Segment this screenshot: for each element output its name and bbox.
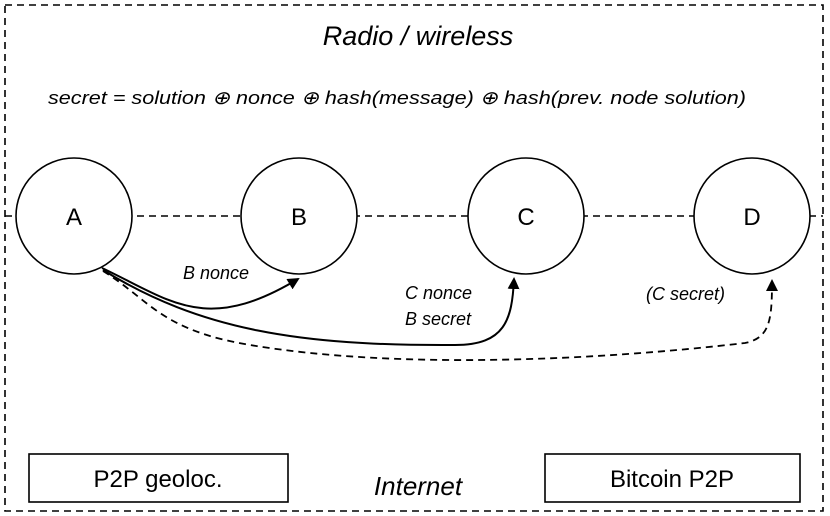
node-d-circle bbox=[693, 157, 811, 275]
outer-frame bbox=[4, 4, 824, 512]
node-c-label: C bbox=[517, 204, 534, 231]
node-b-circle bbox=[240, 157, 358, 275]
arrow-a-to-d bbox=[102, 270, 778, 361]
node-c: C bbox=[467, 157, 585, 275]
label-c-nonce: C nonce bbox=[405, 283, 472, 303]
node-d: D bbox=[693, 157, 811, 275]
p2p-geoloc-box: P2P geoloc. bbox=[28, 453, 289, 503]
arrow-a-to-c bbox=[102, 269, 520, 347]
p2p-geoloc-rect bbox=[28, 453, 289, 503]
label-b-nonce: B nonce bbox=[183, 263, 249, 283]
label-b-secret: B secret bbox=[405, 309, 472, 329]
node-a-label: A bbox=[66, 204, 82, 231]
p2p-geoloc-label: P2P geoloc. bbox=[94, 466, 223, 493]
node-a: A bbox=[15, 157, 133, 275]
bitcoin-p2p-rect bbox=[544, 453, 801, 503]
node-b-label: B bbox=[291, 204, 307, 231]
node-d-label: D bbox=[743, 204, 760, 231]
formula-text: secret = solution ⊕ nonce ⊕ hash(message… bbox=[48, 87, 746, 108]
node-c-circle bbox=[467, 157, 585, 275]
label-c-secret: (C secret) bbox=[646, 284, 725, 304]
bitcoin-p2p-label: Bitcoin P2P bbox=[610, 466, 734, 493]
node-b: B bbox=[240, 157, 358, 275]
arrow-a-to-b bbox=[101, 267, 300, 310]
internet-label: Internet bbox=[374, 471, 464, 501]
diagram-title: Radio / wireless bbox=[323, 21, 514, 51]
node-a-circle bbox=[15, 157, 133, 275]
bitcoin-p2p-box: Bitcoin P2P bbox=[544, 453, 801, 503]
